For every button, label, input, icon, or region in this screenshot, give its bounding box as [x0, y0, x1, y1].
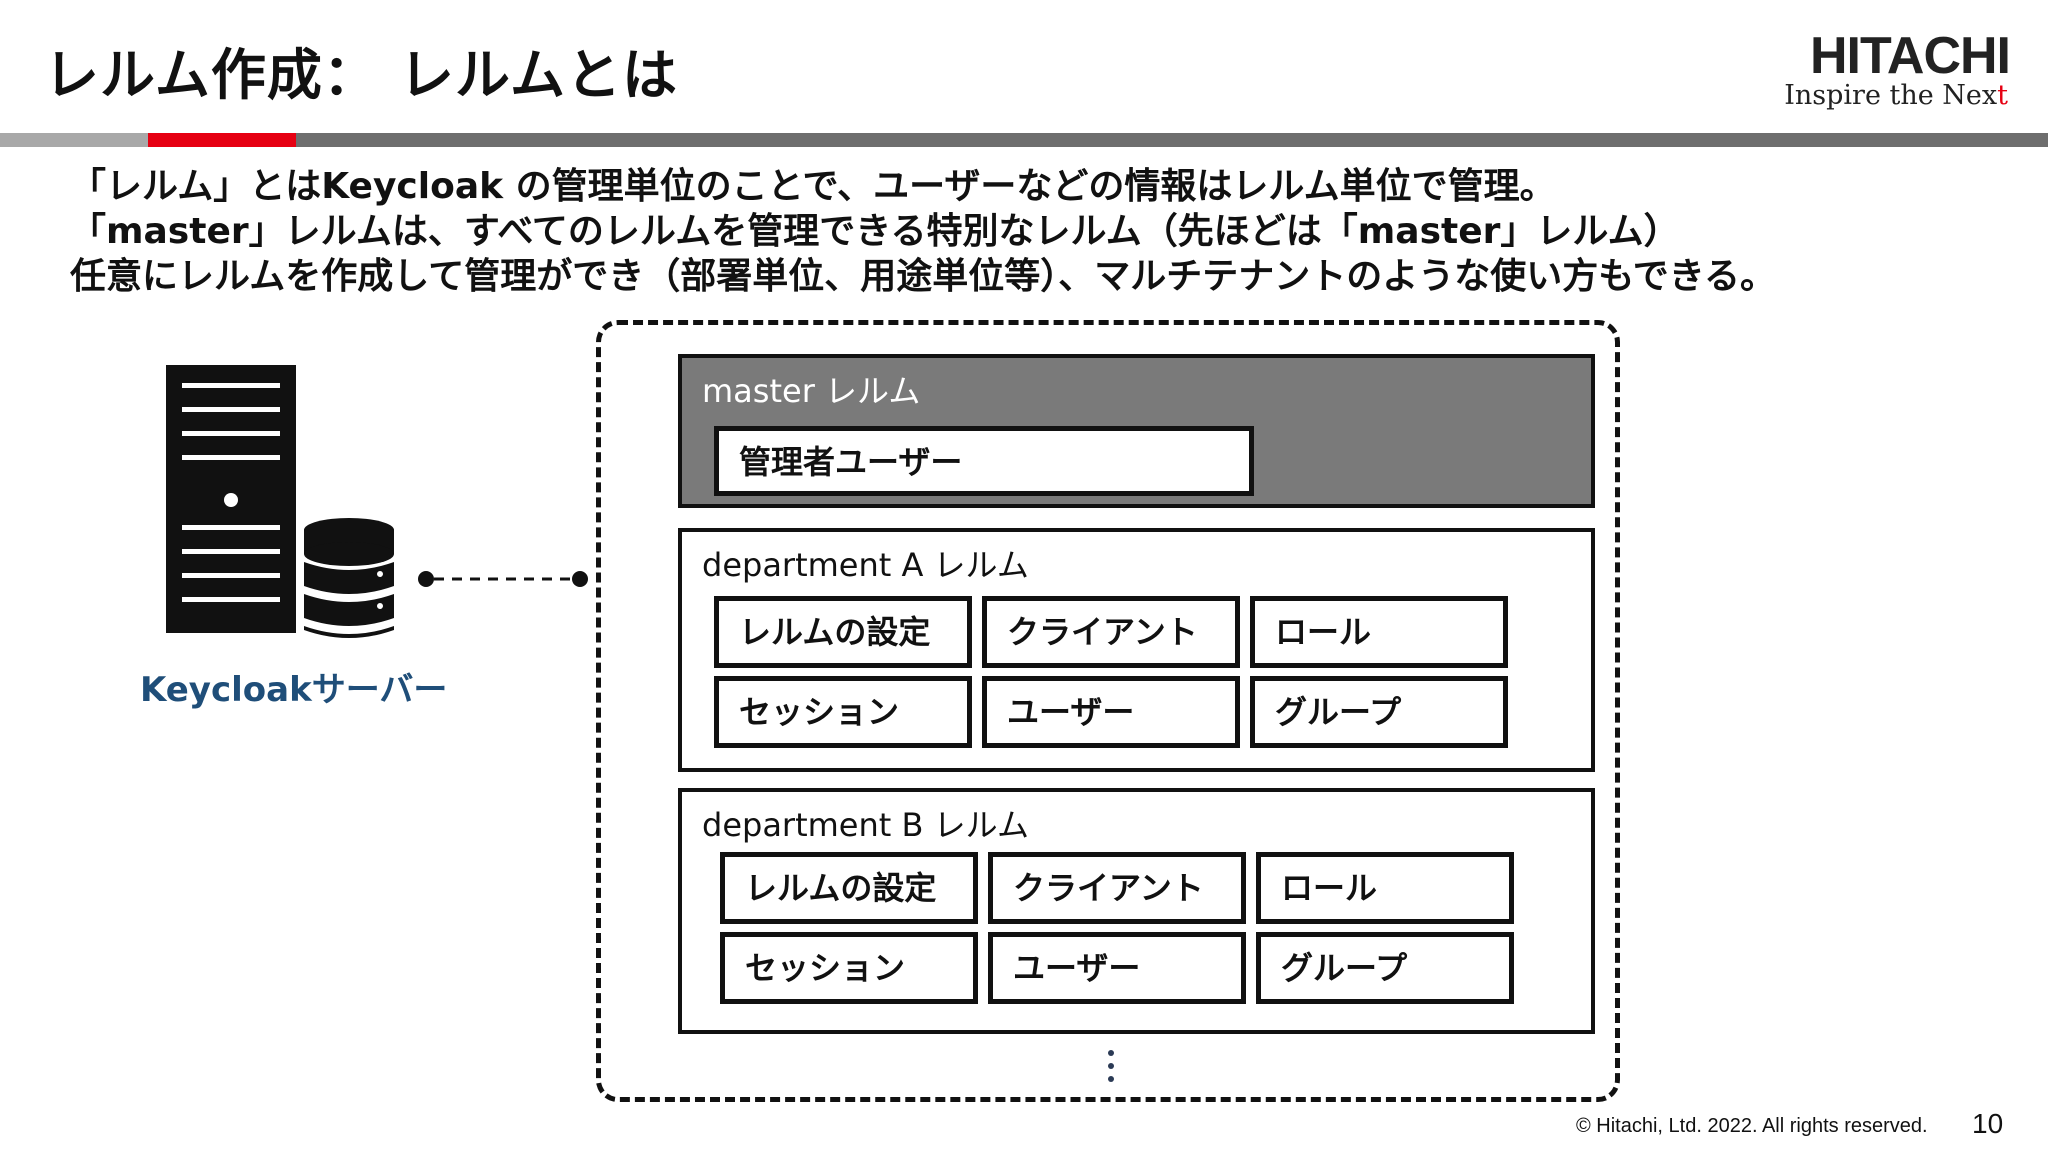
logo-brand: HITACHI	[1809, 27, 2011, 85]
dept-a-user: ユーザー	[982, 676, 1240, 748]
dept-b-user: ユーザー	[988, 932, 1246, 1004]
dept-b-realm-settings: レルムの設定	[720, 852, 978, 924]
department-a-realm: department A レルム レルムの設定 クライアント ロール セッション…	[678, 528, 1595, 772]
dept-a-session: セッション	[714, 676, 972, 748]
logo-tagline: Inspire the Next	[1784, 80, 2008, 111]
header-rule	[0, 133, 2048, 147]
slide-title: レルム作成： レルムとは	[44, 43, 678, 107]
master-realm-title: master レルム	[702, 372, 921, 410]
dept-b-session: セッション	[720, 932, 978, 1004]
intro-line-3: 任意にレルムを作成して管理ができ（部署単位、用途単位等）、マルチテナントのような…	[70, 256, 1777, 297]
department-b-realm-title: department B レルム	[702, 806, 1029, 844]
dept-a-role: ロール	[1250, 596, 1508, 668]
server-label: Keycloakサーバー	[140, 670, 448, 710]
intro-line-2: 「master」レルムは、すべてのレルムを管理できる特別なレルム（先ほどは「ma…	[70, 211, 1680, 252]
more-realms-ellipsis-icon	[1106, 1050, 1116, 1086]
department-a-realm-title: department A レルム	[702, 546, 1029, 584]
connector-line	[418, 571, 588, 587]
server-rack-icon	[166, 365, 296, 633]
dept-b-client: クライアント	[988, 852, 1246, 924]
copyright: © Hitachi, Ltd. 2022. All rights reserve…	[1576, 1115, 1928, 1137]
database-icon	[300, 516, 398, 644]
master-realm: master レルム 管理者ユーザー	[678, 354, 1595, 508]
dept-b-role: ロール	[1256, 852, 1514, 924]
header-rule-red-accent	[148, 133, 296, 147]
dept-a-group: グループ	[1250, 676, 1508, 748]
realm-container	[596, 320, 1620, 1102]
dept-b-group: グループ	[1256, 932, 1514, 1004]
dept-a-client: クライアント	[982, 596, 1240, 668]
header-rule-light-segment	[0, 133, 148, 147]
hitachi-logo: HITACHI Inspire the Next	[1740, 27, 2011, 111]
dept-a-realm-settings: レルムの設定	[714, 596, 972, 668]
intro-text: 「レルム」とはKeycloak の管理単位のことで、ユーザーなどの情報はレルム単…	[70, 164, 1776, 299]
page-number: 10	[1972, 1108, 2004, 1139]
department-b-realm: department B レルム レルムの設定 クライアント ロール セッション…	[678, 788, 1595, 1034]
intro-line-1: 「レルム」とはKeycloak の管理単位のことで、ユーザーなどの情報はレルム単…	[70, 166, 1556, 207]
admin-user-box: 管理者ユーザー	[714, 426, 1254, 496]
